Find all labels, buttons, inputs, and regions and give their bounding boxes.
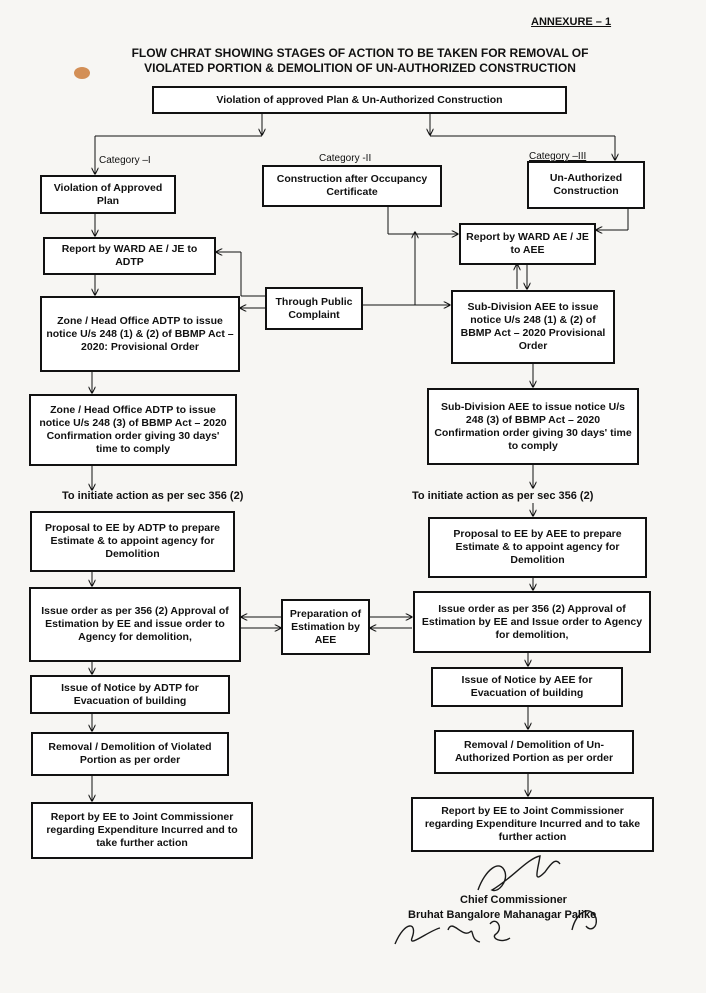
report-ward-ae-aee-box: Report by WARD AE / JE to AEE — [459, 223, 596, 265]
top-box-violation: Violation of approved Plan & Un-Authoriz… — [152, 86, 567, 114]
title-line-2: VIOLATED PORTION & DEMOLITION OF UN-AUTH… — [144, 61, 576, 75]
report-ee-left-box: Report by EE to Joint Commissioner regar… — [31, 802, 253, 859]
proposal-adtp-box: Proposal to EE by ADTP to prepare Estima… — [30, 511, 235, 572]
initiate-action-left: To initiate action as per sec 356 (2) — [62, 490, 244, 502]
report-ward-ae-adtp-box: Report by WARD AE / JE to ADTP — [43, 237, 216, 275]
issue-order-left-box: Issue order as per 356 (2) Approval of E… — [29, 587, 241, 662]
adtp-provisional-order-box: Zone / Head Office ADTP to issue notice … — [40, 296, 240, 372]
aee-provisional-order-box: Sub-Division AEE to issue notice U/s 248… — [451, 290, 615, 364]
through-public-complaint-box: Through Public Complaint — [265, 287, 363, 330]
preparation-estimation-box: Preparation of Estimation by AEE — [281, 599, 370, 655]
adtp-confirmation-order-box: Zone / Head Office ADTP to issue notice … — [29, 394, 237, 466]
aee-confirmation-order-box: Sub-Division AEE to issue notice U/s 248… — [427, 388, 639, 465]
issue-order-right-box: Issue order as per 356 (2) Approval of E… — [413, 591, 651, 653]
unauthorized-construction-box: Un-Authorized Construction — [527, 161, 645, 209]
removal-left-box: Removal / Demolition of Violated Portion… — [31, 732, 229, 776]
notice-adtp-box: Issue of Notice by ADTP for Evacuation o… — [30, 675, 230, 714]
annexure-label: ANNEXURE – 1 — [531, 16, 612, 28]
proposal-aee-box: Proposal to EE by AEE to prepare Estimat… — [428, 517, 647, 578]
category-3-label: Category –III — [529, 151, 587, 162]
violation-approved-plan-box: Violation of Approved Plan — [40, 175, 176, 214]
category-1-label: Category –I — [99, 155, 151, 166]
ink-smudge-icon — [74, 67, 90, 79]
signature-designation: Chief Commissioner — [460, 894, 567, 906]
flowchart-title: FLOW CHRAT SHOWING STAGES OF ACTION TO B… — [90, 46, 630, 76]
title-line-1: FLOW CHRAT SHOWING STAGES OF ACTION TO B… — [131, 46, 589, 60]
removal-right-box: Removal / Demolition of Un-Authorized Po… — [434, 730, 634, 774]
report-ee-right-box: Report by EE to Joint Commissioner regar… — [411, 797, 654, 852]
notice-aee-box: Issue of Notice by AEE for Evacuation of… — [431, 667, 623, 707]
initiate-action-right: To initiate action as per sec 356 (2) — [412, 490, 594, 502]
signature-organisation: Bruhat Bangalore Mahanagar Palike — [408, 909, 597, 921]
construction-after-oc-box: Construction after Occupancy Certificate — [262, 165, 442, 207]
category-2-label: Category -II — [319, 153, 372, 164]
